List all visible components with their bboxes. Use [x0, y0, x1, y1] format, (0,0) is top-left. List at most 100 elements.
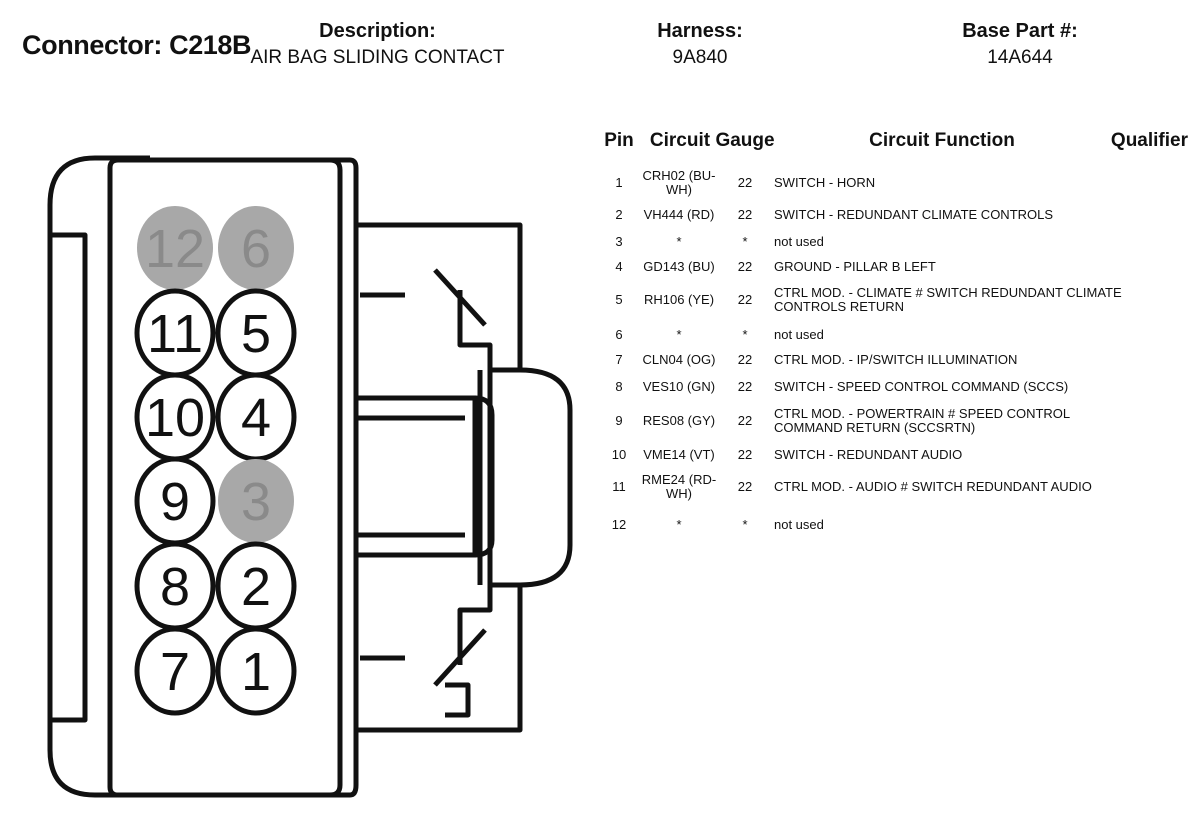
description-value: AIR BAG SLIDING CONTACT	[250, 47, 505, 68]
table-row: 1 CRH02 (BU-WH) 22 SWITCH - HORN	[598, 168, 1188, 198]
circuit-cell: VME14 (VT)	[643, 447, 715, 462]
table-row: 12 * * not used	[598, 514, 1188, 536]
circuit-cell: GD143 (BU)	[643, 259, 715, 274]
gauge-cell: *	[742, 234, 748, 249]
gauge-cell: 22	[737, 413, 753, 428]
function-cell: SWITCH - REDUNDANT AUDIO	[774, 447, 963, 462]
function-cell: not used	[774, 234, 824, 249]
pin-3: 3	[218, 459, 294, 543]
pin-cell: 2	[615, 207, 623, 222]
pin-label: 5	[241, 304, 271, 364]
column-header-qualifier: Qualifier	[1110, 130, 1188, 151]
table-row: 10 VME14 (VT) 22 SWITCH - REDUNDANT AUDIO	[598, 444, 1188, 466]
table-row: 3**not used	[598, 231, 1188, 253]
description-block: Description: AIR BAG SLIDING CONTACT	[250, 20, 505, 69]
harness-value: 9A840	[672, 47, 728, 68]
pin-label: 8	[160, 557, 190, 617]
connector-title: Connector: C218B	[22, 30, 252, 60]
pin-7: 7	[134, 626, 216, 716]
function-cell: not used	[774, 517, 824, 532]
pin-label: 11	[147, 304, 203, 364]
table-row: 6 * * not used	[598, 324, 1188, 346]
base-part-value: 14A644	[987, 47, 1053, 68]
function-cell: SWITCH - HORN	[774, 175, 876, 190]
gauge-cell: 22	[737, 447, 753, 462]
circuit-cell: RH106 (YE)	[643, 292, 715, 307]
connector-housing	[47, 155, 573, 798]
pin-label: 7	[160, 642, 190, 702]
gauge-cell: 22	[737, 379, 753, 394]
pin-label: 4	[241, 388, 271, 448]
table-row: 11 RME24 (RD-WH) 22 CTRL MOD. - AUDIO # SWI…	[598, 470, 1188, 504]
gauge-cell: 22	[737, 479, 753, 494]
pin-label: 6	[241, 219, 271, 279]
column-header-circuit-function: Circuit Function	[869, 130, 1015, 151]
pin-9: 9	[134, 456, 216, 546]
pin-2: 2	[215, 541, 297, 631]
gauge-cell: *	[742, 327, 748, 342]
pin-5: 5	[215, 288, 297, 378]
pin-cell: 10	[611, 447, 627, 462]
column-header-gauge: Gauge	[715, 130, 775, 151]
circuit-cell: *	[676, 517, 682, 532]
function-cell: not used	[774, 327, 824, 342]
pin-label: 1	[241, 642, 271, 702]
pin-4: 4	[215, 372, 297, 462]
pin-cell: 7	[615, 352, 623, 367]
gauge-cell: 22	[737, 259, 753, 274]
pin-6: 6	[218, 206, 294, 290]
pin-1: 1	[215, 626, 297, 716]
column-header-pin: Pin	[604, 130, 634, 151]
function-cell: CTRL MOD. - POWERTRAIN # SPEED CONTROL C…	[774, 406, 1070, 435]
pin-cell: 1	[615, 175, 623, 190]
pin-cell: 8	[615, 379, 623, 394]
pin-label: 2	[241, 557, 271, 617]
base-part-block: Base Part #: 14A644	[900, 20, 1140, 69]
description-label: Description:	[319, 20, 436, 42]
gauge-cell: 22	[737, 352, 753, 367]
circuit-cell: RME24 (RD-WH)	[641, 472, 717, 501]
pin-label: 12	[145, 219, 205, 279]
base-part-label: Base Part #:	[962, 20, 1078, 42]
pin-circle	[218, 206, 294, 290]
table-row: 9 RES08 (GY) 22 CTRL MOD. - POWERTRAIN # SP…	[598, 402, 1188, 440]
pin-10: 10	[134, 372, 216, 462]
gauge-cell: 22	[737, 292, 753, 307]
pin-circle	[218, 459, 294, 543]
gauge-cell: 22	[737, 175, 753, 190]
circuit-cell: CRH02 (BU-WH)	[642, 168, 716, 197]
pin-cell: 3	[615, 234, 623, 249]
pin-11: 11	[134, 288, 216, 378]
pin-label: 3	[241, 472, 271, 532]
pin-cell: 6	[615, 327, 623, 342]
pin-cell: 9	[615, 413, 623, 428]
function-cell: SWITCH - SPEED CONTROL COMMAND (SCCS)	[774, 379, 1069, 394]
table-row: 5 RH106 (YE) 22 CTRL MOD. - CLIMATE # SWITC…	[598, 281, 1188, 319]
pin-cell: 5	[615, 292, 623, 307]
pin-12: 12	[137, 206, 213, 290]
gauge-cell: 22	[737, 207, 753, 222]
circuit-cell: RES08 (GY)	[642, 413, 716, 428]
pin-cell: 11	[612, 479, 626, 494]
pin-circle	[134, 626, 216, 716]
pin-label: 9	[160, 472, 190, 532]
pin-circle	[137, 206, 213, 290]
pin-label: 10	[145, 388, 205, 448]
harness-block: Harness: 9A840	[620, 20, 780, 69]
function-cell: CTRL MOD. - IP/SWITCH ILLUMINATION	[774, 352, 1018, 367]
function-cell: SWITCH - REDUNDANT CLIMATE CONTROLS	[774, 207, 1054, 222]
circuit-cell: *	[676, 327, 682, 342]
harness-label: Harness:	[657, 20, 743, 42]
pin-cell: 4	[615, 259, 623, 274]
function-cell: CTRL MOD. - AUDIO # SWITCH REDUNDANT AUD…	[774, 479, 1092, 494]
column-header-circuit: Circuit	[649, 130, 711, 151]
pin-cell: 12	[611, 517, 627, 532]
gauge-cell: *	[742, 517, 748, 532]
function-cell: CTRL MOD. - CLIMATE # SWITCH REDUNDANT C…	[774, 285, 1122, 314]
